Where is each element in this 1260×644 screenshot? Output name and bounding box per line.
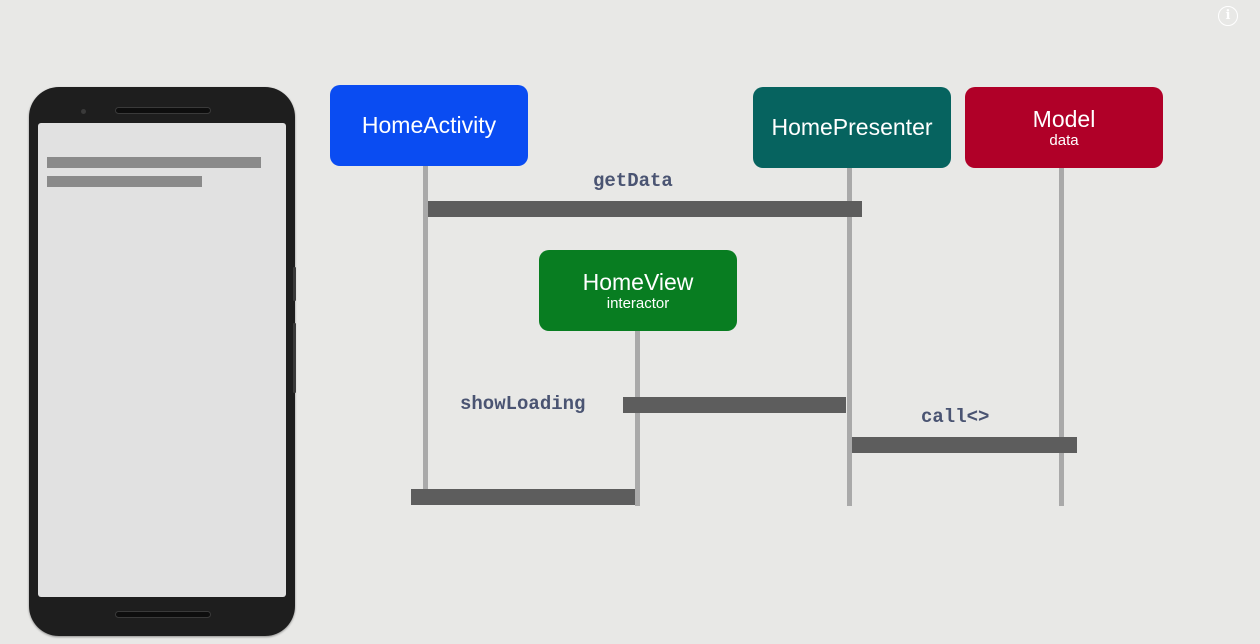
home-view-box: HomeView interactor [539, 250, 737, 331]
home-presenter-box: HomePresenter [753, 87, 951, 168]
home-view-name: HomeView [582, 268, 694, 295]
screen-placeholder-line [47, 176, 202, 187]
model-lifeline [1059, 160, 1064, 506]
show-loading-message-bar [623, 397, 846, 413]
call-label: call<> [921, 406, 990, 428]
home-view-subtitle: interactor [606, 294, 670, 312]
home-activity-name: HomeActivity [361, 112, 497, 138]
model-subtitle: data [1049, 131, 1079, 149]
model-box: Model data [965, 87, 1163, 168]
home-presenter-lifeline [847, 160, 852, 506]
phone-volume-button [293, 267, 296, 301]
phone-camera [81, 109, 86, 114]
phone-power-button [293, 323, 296, 393]
model-name: Model [1032, 105, 1096, 132]
home-activity-lifeline [423, 160, 428, 505]
phone-mockup [29, 87, 296, 636]
show-loading-label: showLoading [460, 393, 586, 415]
info-icon[interactable]: i [1218, 6, 1238, 26]
return-message-bar [411, 489, 635, 505]
get-data-message-bar [428, 201, 862, 217]
home-presenter-name: HomePresenter [771, 114, 933, 140]
call-message-bar [852, 437, 1077, 453]
phone-bottom-speaker [115, 611, 211, 618]
phone-top-speaker [115, 107, 211, 114]
home-activity-box: HomeActivity [330, 85, 528, 166]
phone-screen [38, 123, 286, 597]
screen-placeholder-line [47, 157, 261, 168]
get-data-label: getData [593, 170, 673, 192]
home-view-lifeline [635, 325, 640, 506]
